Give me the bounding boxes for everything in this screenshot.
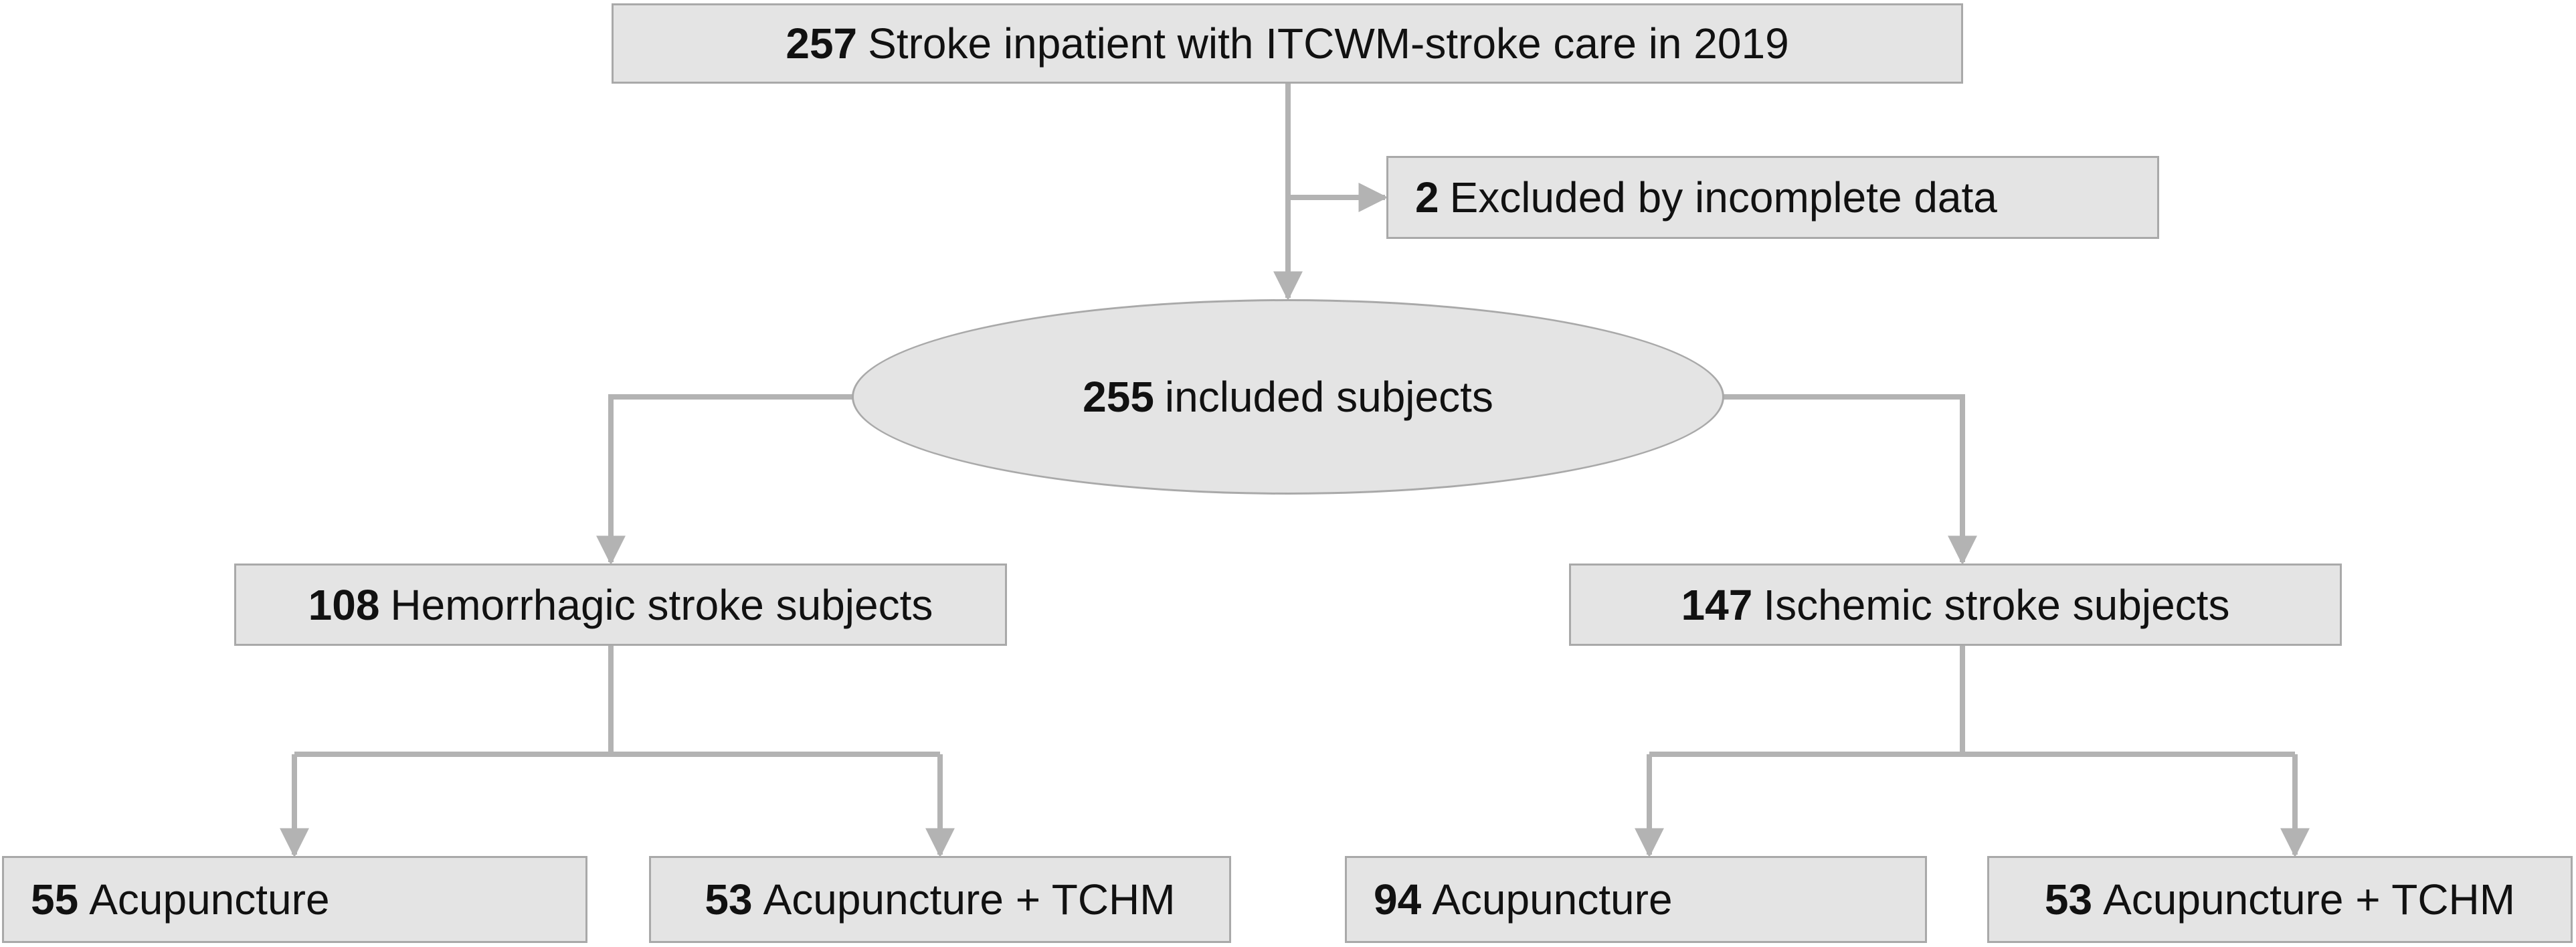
node-enrolled: 257 Stroke inpatient with ITCWM-stroke c… — [612, 3, 1963, 84]
node-included: 255 included subjects — [852, 299, 1724, 495]
connector-hemorrhagic-split — [294, 646, 940, 757]
label-included: included subjects — [1164, 373, 1493, 421]
node-ischemic: 147 Ischemic stroke subjects — [1569, 564, 2342, 646]
node-hemorrhagic-acupuncture: 55 Acupuncture — [2, 856, 587, 943]
count-excluded: 2 — [1415, 173, 1439, 222]
count-ischemic-acupuncture-tchm: 53 — [2044, 875, 2093, 924]
node-ischemic-acupuncture-tchm: 53 Acupuncture + TCHM — [1987, 856, 2573, 943]
label-hemorrhagic-acupuncture-tchm: Acupuncture + TCHM — [763, 875, 1176, 924]
count-ischemic-acupuncture: 94 — [1374, 875, 1422, 924]
node-hemorrhagic-acupuncture-tchm: 53 Acupuncture + TCHM — [649, 856, 1231, 943]
node-excluded: 2 Excluded by incomplete data — [1386, 156, 2159, 239]
label-excluded: Excluded by incomplete data — [1449, 173, 1997, 222]
count-enrolled: 257 — [786, 19, 858, 68]
arrow-included-to-hemorrhagic — [596, 394, 853, 566]
count-hemorrhagic: 108 — [308, 580, 380, 629]
connector-ischemic-split — [1649, 646, 2295, 757]
label-ischemic-acupuncture: Acupuncture — [1432, 875, 1673, 924]
arrow-included-to-ischemic — [1723, 394, 1977, 566]
label-enrolled: Stroke inpatient with ITCWM-stroke care … — [868, 19, 1789, 68]
count-included: 255 — [1083, 373, 1154, 421]
label-hemorrhagic: Hemorrhagic stroke subjects — [390, 580, 933, 629]
label-ischemic-acupuncture-tchm: Acupuncture + TCHM — [2103, 875, 2516, 924]
count-hemorrhagic-acupuncture: 55 — [31, 875, 79, 924]
node-hemorrhagic: 108 Hemorrhagic stroke subjects — [234, 564, 1007, 646]
label-hemorrhagic-acupuncture: Acupuncture — [89, 875, 330, 924]
count-ischemic: 147 — [1681, 580, 1753, 629]
count-hemorrhagic-acupuncture-tchm: 53 — [705, 875, 753, 924]
node-ischemic-acupuncture: 94 Acupuncture — [1345, 856, 1927, 943]
label-ischemic: Ischemic stroke subjects — [1763, 580, 2230, 629]
